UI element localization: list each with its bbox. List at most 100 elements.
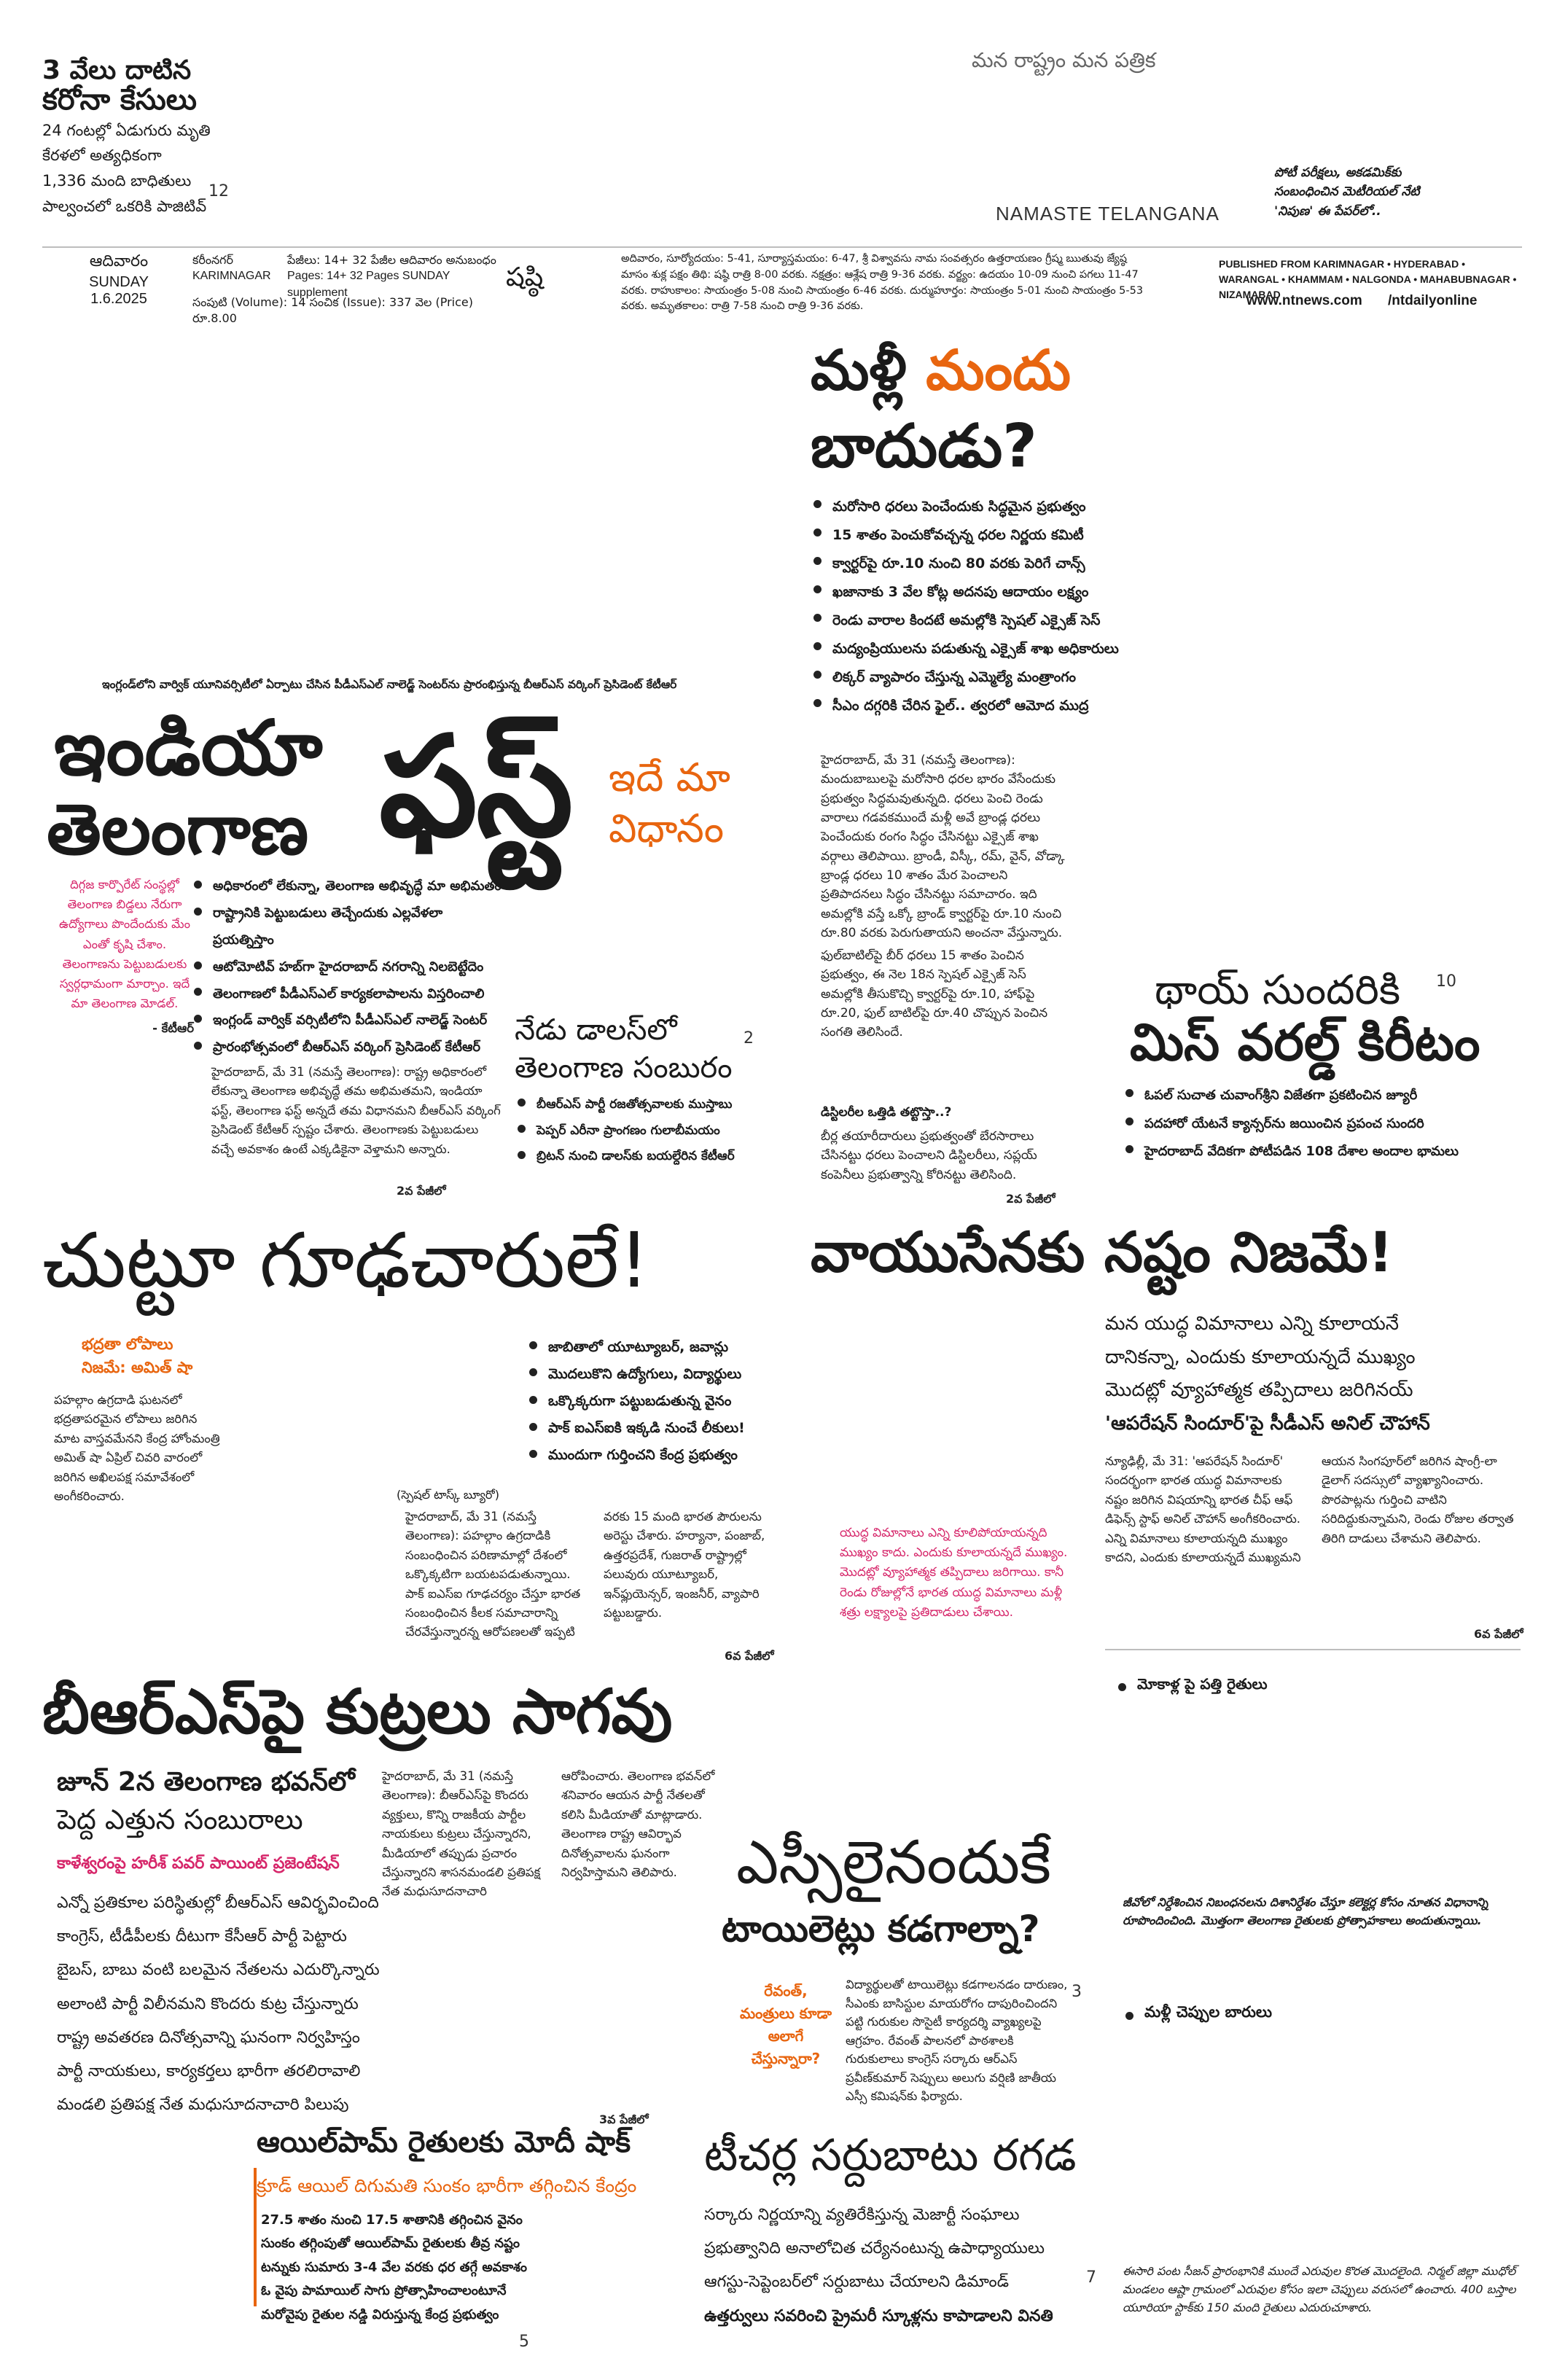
airforce-body: న్యూఢిల్లీ, మే 31: 'ఆపరేషన్ సిందూర్' సంద…	[1105, 1454, 1514, 1564]
brs-subhead-2: పెద్ద ఎత్తున సంబురాలు	[57, 1803, 303, 1835]
oilpalm-point: టన్నుకు సుమారు 3-4 వేల వరకు ధర తగ్గే అవక…	[261, 2259, 527, 2275]
panchangam: అదివారం, సూర్యోదయం: 5-41, సూర్యాస్తమయం: …	[621, 253, 1144, 313]
spies-side-body: పహల్గాం ఉగ్రదాడి ఘటనలో భద్రతాపరమైన లోపాల…	[54, 1393, 220, 1503]
brs-deck-line: బైబస్, బాబు వంటి బలమైన నేతలను ఎదుర్కొన్న…	[57, 1961, 380, 1980]
dallas-bullet: బీఆర్ఎస్ పార్టీ రజతోత్సవాలకు ముస్తాబు	[515, 1092, 777, 1118]
brs-continued: 3వ పేజీలో	[599, 2112, 649, 2126]
chappals-photo-caption: ఈసారి పంట సీజన్ ప్రారంభానికి ముందే ఎరువు…	[1123, 2264, 1516, 2314]
airforce-continued: 6వ పేజీలో	[1474, 1627, 1523, 1641]
india-first-bullet: అధికారంలో లేకున్నా, తెలంగాణ అభివృద్ధే మా…	[191, 873, 504, 900]
brs-deck-line: ఎన్నో ప్రతికూల పరిస్థితుల్లో బీఆర్ఎస్ ఆవ…	[57, 1894, 379, 1912]
spies-continued: 6వ పేజీలో	[725, 1649, 774, 1663]
oilpalm-point: మరోవైపు రైతుల నడ్డి విరుస్తున్న కేంద్ర ప…	[261, 2306, 499, 2322]
corona-title-2: కరోనా కేసులు	[42, 82, 197, 117]
india-first-bullet: తెలంగాణలో పీడీఎస్ఎల్ కార్యకలాపాలను విస్త…	[191, 981, 504, 1008]
spies-body: హైదరాబాద్, మే 31 (నమస్తే తెలంగాణ): పహల్గ…	[405, 1510, 765, 1639]
miss-world-bullet: పదహారో యేటనే క్యాన్సర్‌ను జయించిన ప్రపంచ…	[1123, 1110, 1531, 1139]
mini-teaser-chappals[interactable]: మళ్లీ చెప్పుల బారులు	[1123, 2003, 1414, 2025]
pages-english: Pages: 14+ 32 Pages SUNDAY supplement	[287, 270, 450, 299]
masthead-brand: NAMASTE TELANGANA	[996, 203, 1220, 225]
corona-line: 24 గంటల్లో ఏడుగురు మృతి	[42, 121, 211, 139]
teachers-deck-line: ఉత్తర్వులు సవరించి ప్రైమరీ స్కూళ్లను కాప…	[704, 2306, 1053, 2325]
liquor-body-2: ఫుల్‌బాటిల్‌పై బీర్ ధరలు 15 శాతం పెంచిన …	[821, 948, 1048, 1040]
toilets-headline-2: టాయిలెట్లు కడగాల్నా?	[722, 1908, 1040, 1950]
india-first-tagline-2: విధానం	[609, 805, 725, 852]
edition-block: కరీంనగర్ KARIMNAGAR	[192, 252, 273, 285]
ktr-quote-byline: - కేటీఆర్	[152, 1021, 194, 1035]
social-link[interactable]: /ntdailyonline	[1388, 293, 1478, 308]
india-first-big-word: ఫస్ట్	[379, 706, 573, 867]
liquor-headline-line-2: బాదుడు?	[811, 412, 1037, 481]
liquor-bullet: ఖజానాకు 3 వేల కోట్ల అదనపు ఆదాయం లక్ష్యం	[811, 578, 1146, 606]
corona-title-1: 3 వేలు దాటిన	[42, 55, 192, 85]
oilpalm-point: సుంకం తగ్గింపుతో ఆయిల్‌పామ్ రైతులకు తీవ్…	[261, 2236, 520, 2252]
liquor-bullet: సీఎం దగ్గరికి చేరిన ఫైల్.. త్వరలో ఆమోద మ…	[811, 692, 1146, 720]
brs-deck-line: పార్టీ నాయకులు, కార్యకర్తలు భారీగా తరలిర…	[57, 2061, 361, 2080]
miss-world-bullet: హైదరాబాద్ వేదికగా పోటీపడిన 108 దేశాల అంద…	[1123, 1138, 1531, 1166]
liquor-body-3: బీర్ల తయారీదారులు ప్రభుత్వంతో బేరసారాలు …	[821, 1129, 1037, 1182]
liquor-bullets: మరోసారి ధరలు పెంచేందుకు సిద్ధమైన ప్రభుత్…	[811, 493, 1146, 720]
teachers-deck-line: ఆగస్టు-సెప్టెంబర్‌లో సర్దుబాటు చేయాలని డ…	[704, 2273, 1009, 2292]
published-from: PUBLISHED FROM KARIMNAGAR • HYDERABAD • …	[1219, 258, 1517, 300]
liquor-headline-word: మళ్లీ	[811, 338, 926, 402]
ktr-quote-text: దిగ్గజ కార్పొరేట్ సంస్థల్లో తెలంగాణ బిడ్…	[59, 878, 190, 1011]
right-mini-teaser: మళ్లీ చెప్పుల బారులు	[1123, 2003, 1414, 2025]
india-first-body: హైదరాబాద్, మే 31 (నమస్తే తెలంగాణ): రాష్ట…	[211, 1065, 501, 1156]
teachers-page-number: 7	[1086, 2268, 1096, 2287]
india-first-bullet: రాష్ట్రానికి పెట్టుబడులు తెచ్చేందుకు ఎల్…	[191, 900, 504, 954]
miss-world-bullet: ఓపల్ సుచాత చువాంగ్‌శ్రీని విజేతగా ప్రకటి…	[1123, 1082, 1531, 1110]
india-first-tagline: ఇదే మా విధానం	[609, 752, 730, 854]
masthead-rule	[42, 246, 1522, 248]
india-first-tagline-1: ఇదే మా	[609, 754, 730, 800]
miss-world-title-2: మిస్ వరల్డ్ కిరీటం	[1130, 1013, 1480, 1072]
pages-block: పేజీలు: 14+ 32 పేజీల ఆదివారం అనుబంధం Pag…	[287, 252, 506, 301]
india-first-bullet: ఆటోమోటివ్ హబ్‌గా హైదరాబాద్‌ నగరాన్ని నిల…	[191, 954, 504, 981]
india-first-line-2: తెలంగాణ	[47, 789, 309, 870]
spies-subhead-1: భద్రతా లోపాలు	[82, 1335, 173, 1353]
dallas-page-number: 2	[744, 1029, 754, 1047]
dallas-title-2: తెలంగాణ సంబురం	[515, 1051, 733, 1085]
spies-bullet: పాక్ ఐఎస్ఐకి ఇక్కడి నుంచే లీకులు!	[526, 1415, 796, 1442]
oilpalm-accent-bar	[254, 2168, 257, 2306]
dallas-bullets: బీఆర్ఎస్ పార్టీ రజతోత్సవాలకు ముస్తాబు పె…	[515, 1092, 777, 1170]
spies-bullets: జాబితాలో యూట్యూబర్, జవాన్లు మొదలుకొని ఉద…	[526, 1334, 796, 1469]
teachers-deck-line: ప్రభుత్వానిది అనాలోచిత చర్యేనంటున్న ఉపాధ…	[704, 2239, 1045, 2258]
teachers-deck: సర్కారు నిర్ణయాన్ని వ్యతిరేకిస్తున్న మెజ…	[704, 2198, 1112, 2333]
brs-subhead-1: జూన్ 2న తెలంగాణ భవన్‌లో	[57, 1767, 355, 1797]
liquor-headline-highlight: మందు	[926, 338, 1072, 402]
airforce-headline: వాయుసేనకు నష్టం నిజమే!	[811, 1220, 1394, 1284]
toilets-page-number: 3	[1072, 1983, 1082, 2001]
miss-world-page-number: 10	[1436, 972, 1456, 991]
airforce-pull-quote: యుద్ధ విమానాలు ఎన్ని కూలిపోయాయన్నది ముఖ్…	[840, 1526, 1068, 1620]
dallas-bullet: బ్రిటన్ నుంచి డాలస్‌కు బయల్దేరిన కేటీఆర్	[515, 1144, 777, 1170]
brs-headline: బీఆర్ఎస్‌పై కుట్రలు సాగవు	[42, 1676, 673, 1747]
liquor-body-1: హైదరాబాద్, మే 31 (నమస్తే తెలంగాణ): మందుబ…	[821, 753, 1065, 941]
liquor-headline-line-1: మళ్లీ మందు	[811, 341, 1071, 399]
edition-english: KARIMNAGAR	[192, 270, 271, 283]
spies-subhead-2: నిజమే: అమిత్ షా	[82, 1359, 193, 1376]
toilets-headline-1: ఎస్సీలైనందుకే	[736, 1828, 1051, 1897]
liquor-bullet: లిక్కర్ వ్యాపారం చేస్తున్న ఎమ్మెల్యే మంత…	[811, 663, 1146, 692]
brs-deck-line: మండలి ప్రతిపక్ష నేత మధుసూదనాచారి పిలుపు	[57, 2096, 349, 2115]
liquor-bullet: రెండు వారాల కిందటే అమల్లోకి స్పెషల్ ఎక్స…	[811, 606, 1146, 635]
airforce-deck-line: మొదట్లో వ్యూహాత్మక తప్పిదాలు జరిగినయ్	[1105, 1379, 1413, 1401]
mini-teaser-cotton[interactable]: మోకాళ్ల పై పత్తి రైతులు	[1115, 1675, 1407, 1696]
brs-deck-line: రాష్ట్ర అవతరణ దినోత్సవాన్ని ఘనంగా నిర్వహ…	[57, 2028, 360, 2047]
airforce-deck-line: దానికన్నా, ఎందుకు కూలాయన్నదే ముఖ్యం	[1105, 1346, 1416, 1368]
issue-date: 1.6.2025	[90, 291, 147, 307]
brs-body: హైదరాబాద్, మే 31 (నమస్తే తెలంగాణ): బీఆర్…	[382, 1769, 715, 1899]
spies-bullet: ముందుగా గుర్తించని కేంద్ర ప్రభుత్వం	[526, 1442, 796, 1469]
airforce-rule	[1105, 1649, 1521, 1650]
website-link[interactable]: www.ntnews.com	[1246, 293, 1362, 308]
date-block: ఆదివారం SUNDAY 1.6.2025	[71, 252, 166, 308]
edition-telugu: కరీంనగర్	[192, 253, 234, 267]
oilpalm-point: 27.5 శాతం నుంచి 17.5 శాతానికి తగ్గించిన …	[261, 2212, 523, 2228]
masthead-slogan: మన రాష్ట్రం మన పత్రిక	[972, 48, 1156, 72]
airforce-mini-teaser: మోకాళ్ల పై పత్తి రైతులు	[1115, 1675, 1407, 1696]
dallas-bullet: పెప్పర్ ఎరీనా ప్రాంగణం గులాబీమయం	[515, 1118, 777, 1144]
spies-byline: (స్పెషల్ టాస్క్ బ్యూరో)	[397, 1488, 500, 1502]
liquor-bullet: 15 శాతం పెంచుకోవచ్చన్న ధరల నిర్ణయ కమిటీ	[811, 521, 1146, 550]
brs-kaleshwaram-line: కాళేశ్వరంపై హరీశ్ పవర్ పాయింట్ ప్రజెంటేష…	[57, 1854, 340, 1873]
liquor-continued: 2వ పేజీలో	[1006, 1192, 1055, 1206]
corona-line: కేరళలో అత్యధికంగా	[42, 147, 162, 165]
